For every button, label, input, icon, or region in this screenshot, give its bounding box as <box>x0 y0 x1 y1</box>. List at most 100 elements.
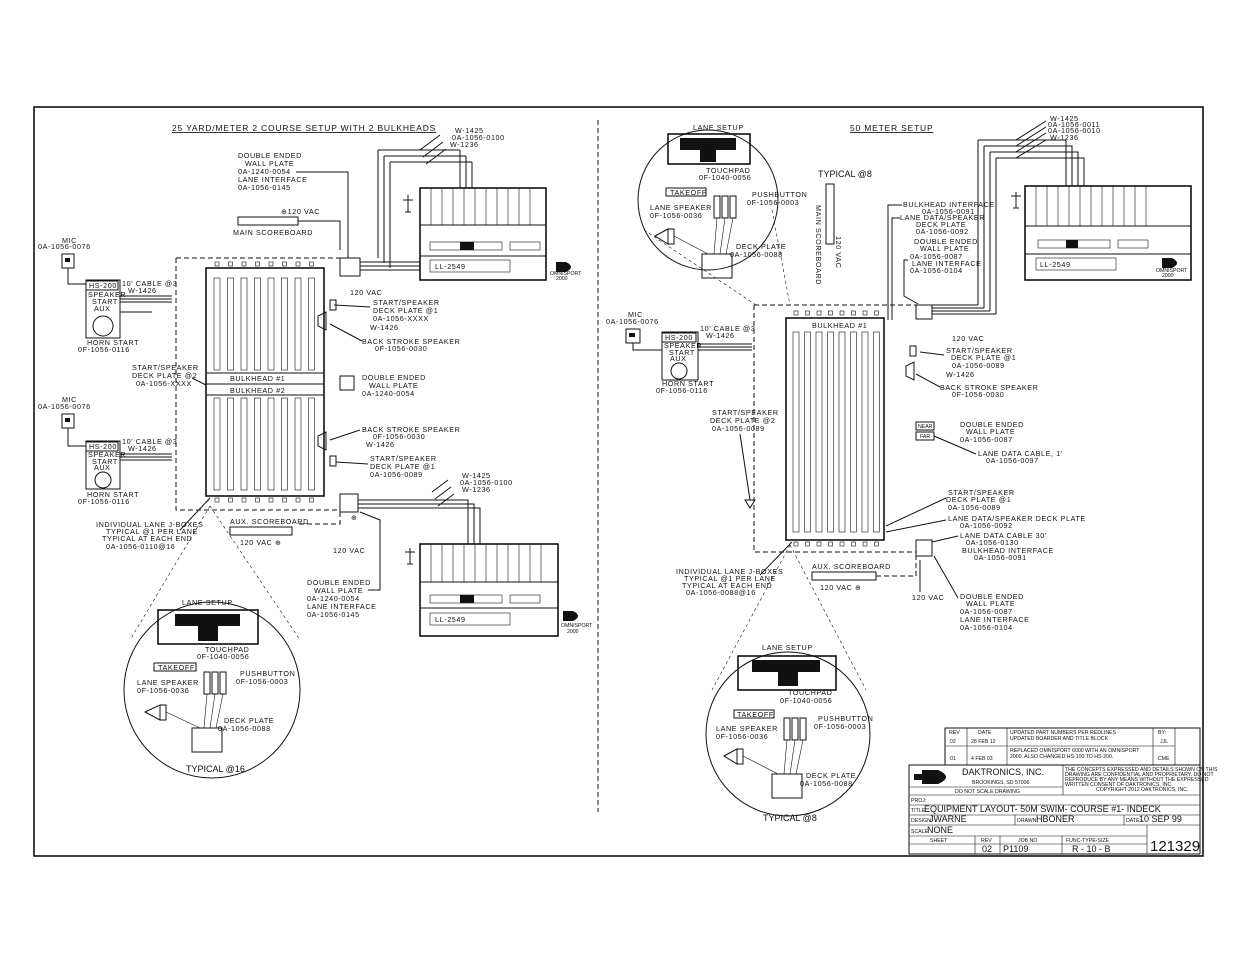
right-mic: MIC 0A-1056-0076 <box>606 310 662 351</box>
svg-text:WALL PLATE: WALL PLATE <box>369 381 418 390</box>
svg-text:OMNISPORT: OMNISPORT <box>1156 268 1188 274</box>
svg-text:COPYRIGHT 2012 DAKTRONICS, INC: COPYRIGHT 2012 DAKTRONICS, INC. <box>1096 787 1188 793</box>
svg-text:10' CABLE @3: 10' CABLE @3 <box>122 279 177 288</box>
svg-text:0F-1056-0003: 0F-1056-0003 <box>236 677 288 686</box>
lane-marker <box>804 331 811 533</box>
svg-text:TOUCHPAD: TOUCHPAD <box>205 645 249 654</box>
lane-jbox <box>839 541 845 547</box>
svg-text:121329: 121329 <box>1150 838 1200 855</box>
svg-text:0A-1056-0076: 0A-1056-0076 <box>38 242 91 251</box>
right-start-speaker-1: 120 VAC START/SPEAKER DECK PLATE @1 0A-1… <box>905 304 1038 399</box>
svg-text:BACK STROKE SPEAKER: BACK STROKE SPEAKER <box>940 383 1038 392</box>
svg-text:AUX: AUX <box>94 463 111 472</box>
svg-text:MAIN SCOREBOARD: MAIN SCOREBOARD <box>233 228 313 237</box>
svg-text:DOUBLE ENDED: DOUBLE ENDED <box>960 420 1024 429</box>
left-mic-1: MIC 0A-1056-0076 <box>38 236 91 285</box>
svg-text:LANE SPEAKER: LANE SPEAKER <box>716 724 778 733</box>
left-wall-plate-mid: DOUBLE ENDED WALL PLATE 0A-1240-0054 <box>339 373 425 398</box>
svg-text:DECK PLATE: DECK PLATE <box>806 771 856 780</box>
svg-text:0A-1056-0130: 0A-1056-0130 <box>966 538 1019 547</box>
right-wire-top: W-1425 0A-1056-0011 0A-1056-0010 W-1236 <box>932 114 1101 315</box>
svg-text:DRAWING ARE CONFIDENTIAL AND P: DRAWING ARE CONFIDENTIAL AND PROPRIETARY… <box>1065 772 1214 778</box>
lane-marker <box>792 331 800 533</box>
svg-text:W-1426: W-1426 <box>370 323 399 332</box>
svg-text:HORN START: HORN START <box>87 338 139 347</box>
svg-text:DESIGN:: DESIGN: <box>911 818 932 824</box>
lane-marker <box>240 277 248 371</box>
lane-jbox <box>851 310 856 316</box>
svg-text:4 FEB 03: 4 FEB 03 <box>971 756 993 762</box>
svg-text:EQUIPMENT LAYOUT- 50M SWIM- CO: EQUIPMENT LAYOUT- 50M SWIM- COURSE #1- I… <box>924 804 1161 814</box>
svg-text:TOUCHPAD: TOUCHPAD <box>788 688 832 697</box>
svg-text:0A-1056-0100: 0A-1056-0100 <box>452 133 505 142</box>
svg-text:TYPICAL AT EACH END: TYPICAL AT EACH END <box>682 581 772 590</box>
svg-text:REV: REV <box>949 730 960 736</box>
svg-text:PUSHBUTTON: PUSHBUTTON <box>240 669 295 678</box>
svg-text:NONE: NONE <box>927 825 953 835</box>
svg-text:START/SPEAKER: START/SPEAKER <box>370 454 437 463</box>
lane-jbox <box>851 541 856 547</box>
right-jbox-label: INDIVIDUAL LANE J-BOXES TYPICAL @1 PER L… <box>676 541 793 597</box>
svg-text:0A-1056-0092: 0A-1056-0092 <box>960 521 1013 530</box>
right-aux-scoreboard: AUX. SCOREBOARD 120 VAC ⊕ 120 VAC <box>811 556 944 602</box>
lane-jbox <box>255 261 260 267</box>
svg-text:AUX: AUX <box>670 354 687 363</box>
lane-jbox <box>309 497 314 503</box>
svg-text:WALL PLATE: WALL PLATE <box>920 244 969 253</box>
svg-text:0A-1056-0089: 0A-1056-0089 <box>712 424 765 433</box>
svg-text:W-1426: W-1426 <box>706 331 735 340</box>
svg-text:0A-1056-0076: 0A-1056-0076 <box>606 317 659 326</box>
svg-text:02: 02 <box>950 739 956 745</box>
svg-text:REV: REV <box>981 838 992 844</box>
lane-jbox <box>805 541 810 547</box>
svg-text:DOUBLE ENDED: DOUBLE ENDED <box>960 592 1024 601</box>
svg-text:DECK PLATE @2: DECK PLATE @2 <box>710 416 775 425</box>
left-junction-bottom: W-1425 0A-1056-0100 W-1236 ⊕ <box>296 471 513 544</box>
svg-text:DECK PLATE @2: DECK PLATE @2 <box>132 371 197 380</box>
lane-jbox <box>805 310 810 316</box>
lane-marker <box>213 277 221 371</box>
svg-text:BACK STROKE SPEAKER: BACK STROKE SPEAKER <box>362 337 460 346</box>
svg-text:120 VAC ⊕: 120 VAC ⊕ <box>240 538 282 547</box>
right-typical-top: TYPICAL @8 <box>818 169 872 179</box>
svg-text:TYPICAL AT EACH END: TYPICAL AT EACH END <box>102 534 192 543</box>
svg-text:REPRODUCE BY ANY MEANS WITHOUT: REPRODUCE BY ANY MEANS WITHOUT THE EXPRE… <box>1065 777 1209 783</box>
svg-text:W-1425: W-1425 <box>1050 114 1079 123</box>
svg-text:SPEAKER: SPEAKER <box>88 290 126 299</box>
svg-text:START/SPEAKER: START/SPEAKER <box>948 488 1015 497</box>
svg-text:WALL PLATE: WALL PLATE <box>966 599 1015 608</box>
svg-text:NEAR: NEAR <box>918 424 933 430</box>
svg-text:0A-1056-0010: 0A-1056-0010 <box>1048 126 1101 135</box>
svg-text:0A-1056-0088: 0A-1056-0088 <box>218 724 271 733</box>
svg-text:UPDATED PART NUMBERS PER REDLI: UPDATED PART NUMBERS PER REDLINES <box>1010 730 1117 736</box>
svg-text:0A-1056-0100: 0A-1056-0100 <box>460 478 513 487</box>
svg-text:START: START <box>92 297 118 306</box>
right-start-speaker-2: START/SPEAKER DECK PLATE @2 0A-1056-0089 <box>710 408 778 509</box>
lane-jbox <box>241 497 247 503</box>
svg-text:WALL PLATE: WALL PLATE <box>314 586 363 595</box>
lane-marker <box>267 277 275 371</box>
svg-text:2000: 2000 <box>567 629 579 635</box>
svg-text:TAKEOFF: TAKEOFF <box>737 710 774 719</box>
svg-text:TYPICAL @1 PER LANE: TYPICAL @1 PER LANE <box>684 574 776 583</box>
left-hs200-2: HS-200 SPEAKER START AUX 10' CABLE @3 W-… <box>78 437 177 506</box>
svg-text:0F-1040-0056: 0F-1040-0056 <box>699 173 751 182</box>
lane-marker <box>240 397 248 491</box>
svg-text:0A-1056-0087: 0A-1056-0087 <box>910 252 963 261</box>
svg-text:0A-1056-0104: 0A-1056-0104 <box>960 623 1013 632</box>
svg-text:TAKEOFF: TAKEOFF <box>670 188 707 197</box>
svg-text:HORN START: HORN START <box>87 490 139 499</box>
left-start-speaker-2: START/SPEAKER DECK PLATE @2 0A-1056-XXXX <box>132 363 207 388</box>
svg-text:0F-1056-0003: 0F-1056-0003 <box>747 198 799 207</box>
lane-marker <box>267 397 275 491</box>
lane-jbox <box>295 497 301 503</box>
lane-jbox <box>862 310 868 316</box>
svg-text:START: START <box>92 457 118 466</box>
left-double-ended-bottom-label: DOUBLE ENDED WALL PLATE 0A-1240-0054 LAN… <box>307 511 381 619</box>
svg-text:0A-1056-0091: 0A-1056-0091 <box>922 207 975 216</box>
svg-text:120 VAC: 120 VAC <box>333 546 365 555</box>
svg-text:SPEAKER: SPEAKER <box>664 341 702 350</box>
right-typical-bottom: TYPICAL @8 <box>763 813 817 823</box>
svg-text:SCALE:: SCALE: <box>911 829 929 835</box>
svg-text:120 VAC: 120 VAC <box>834 236 843 268</box>
